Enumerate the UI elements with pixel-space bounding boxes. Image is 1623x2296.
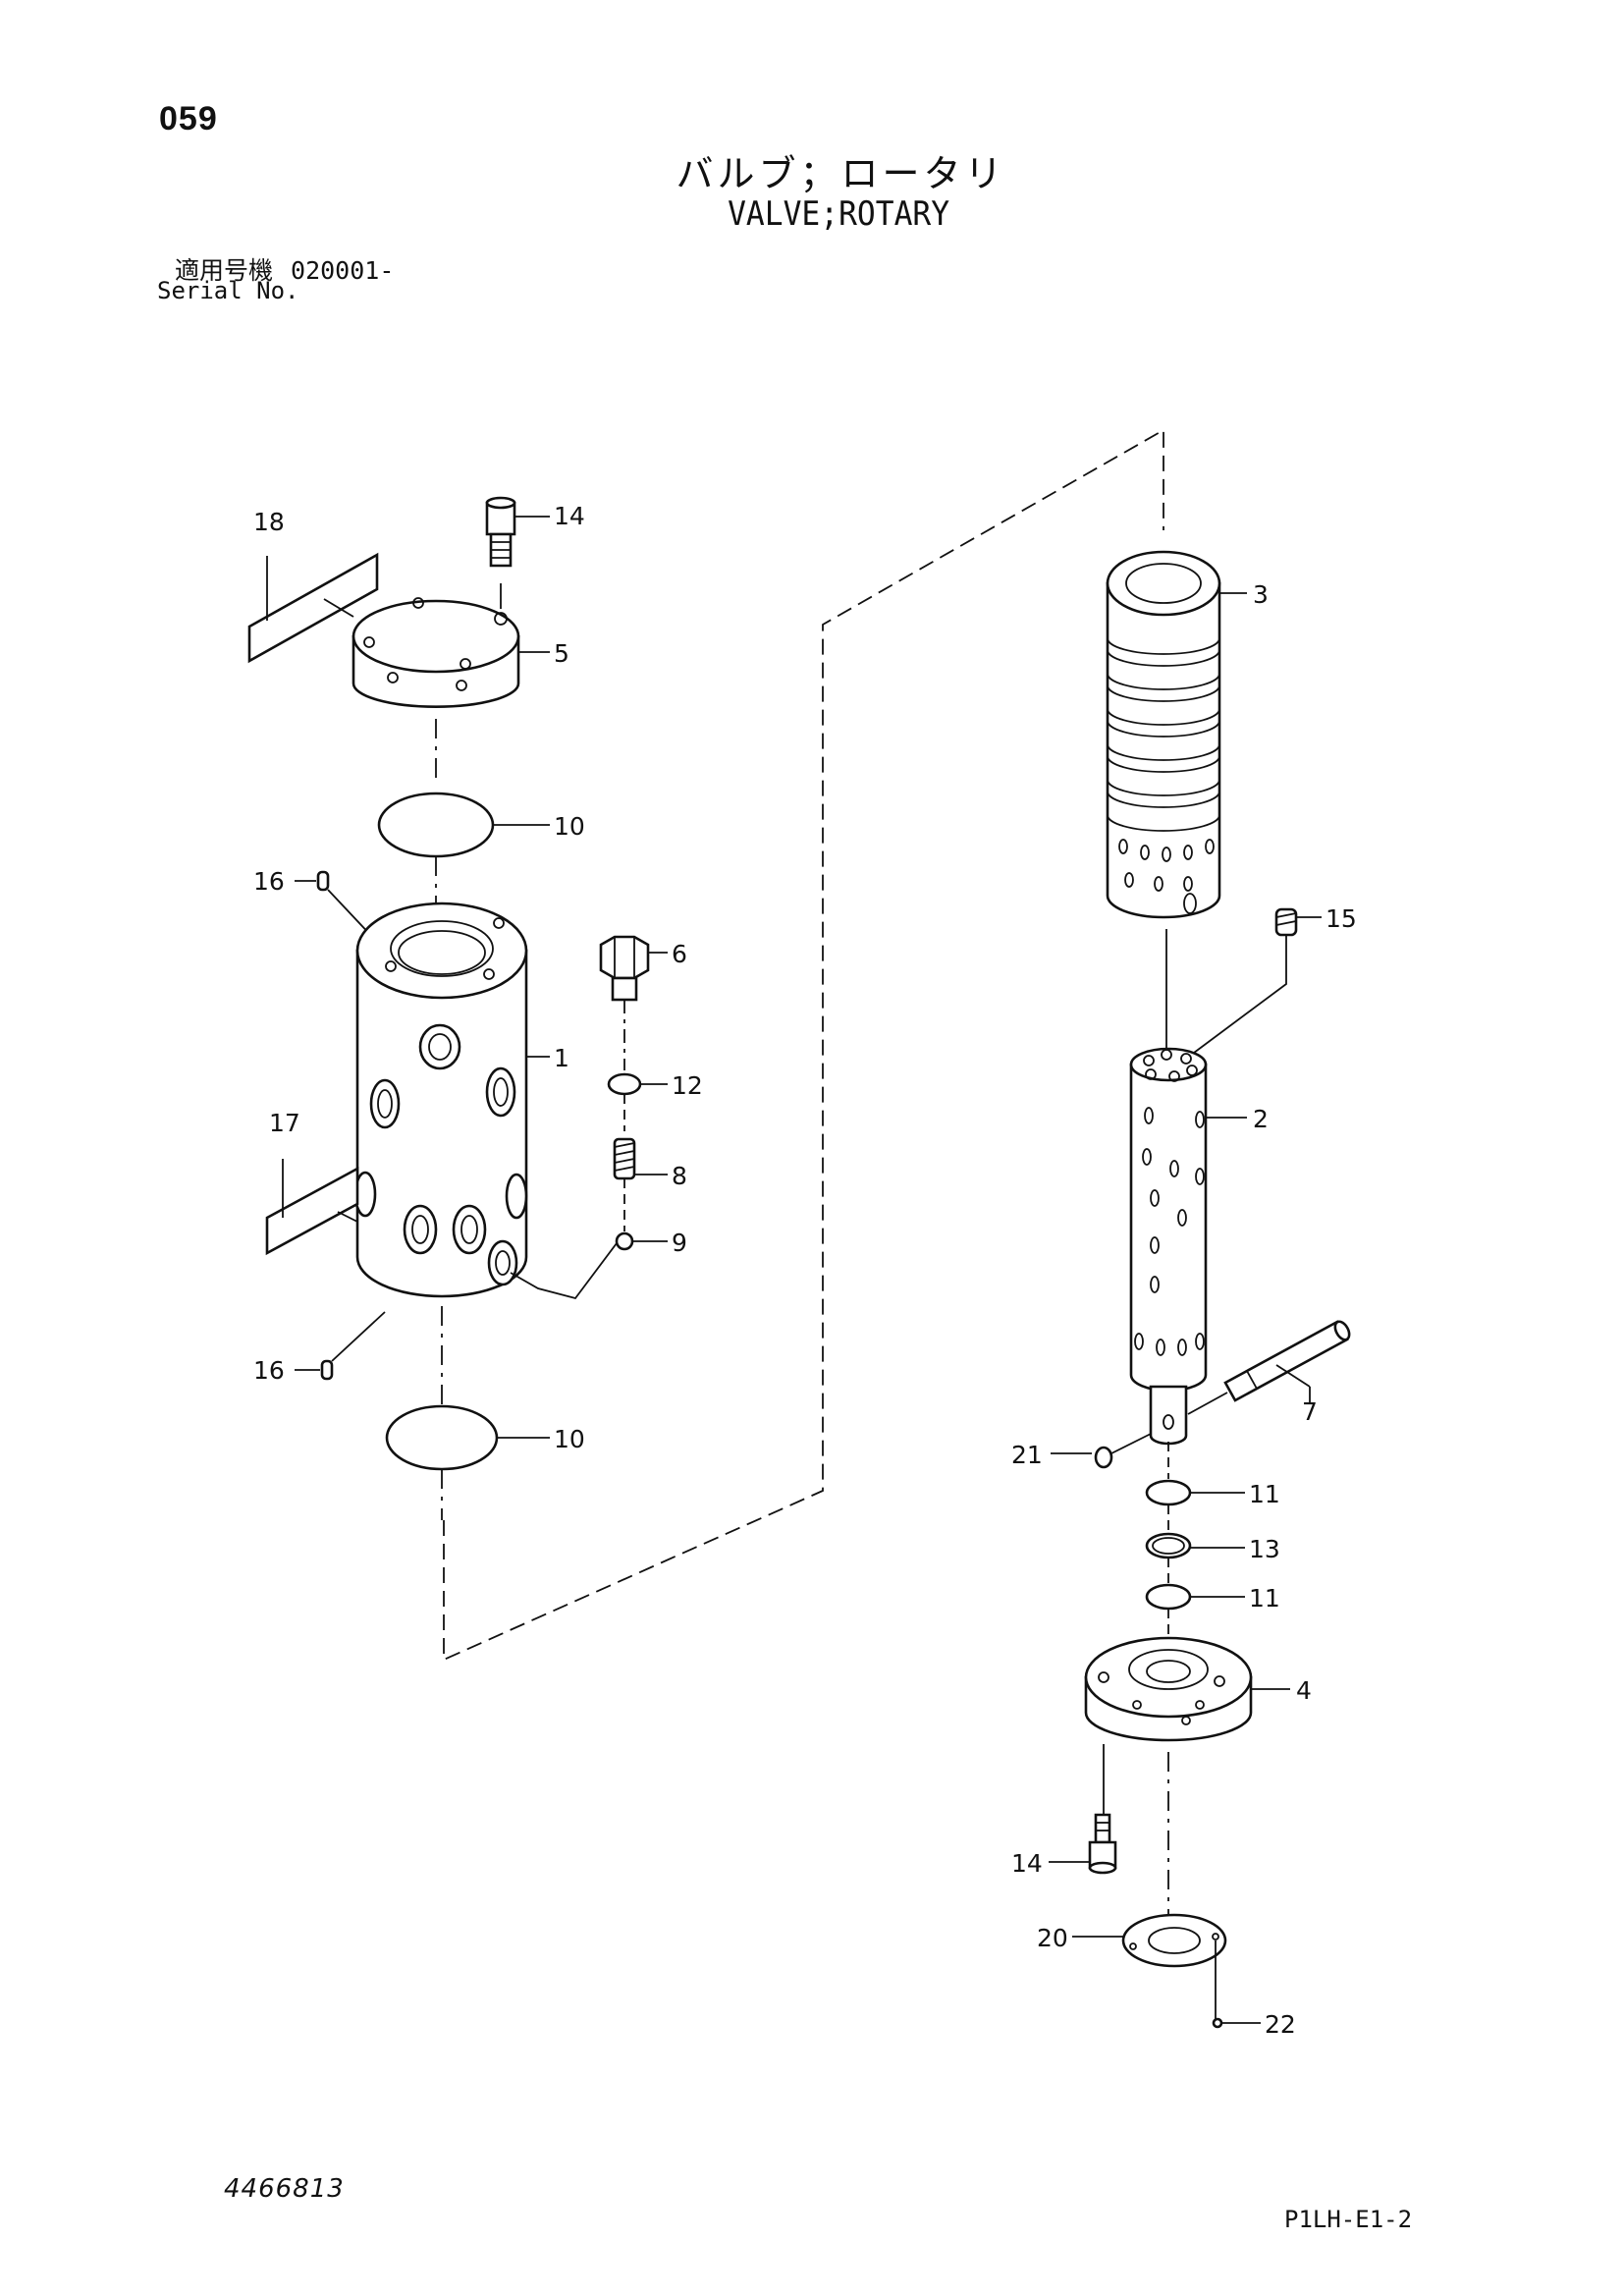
part-1-housing <box>353 902 550 1298</box>
callout-5: 5 <box>554 639 569 668</box>
callout-11-lower: 11 <box>1249 1584 1280 1613</box>
callout-21: 21 <box>1011 1441 1043 1469</box>
page-number: 059 <box>159 100 218 137</box>
part-21-snap-ring <box>1051 1433 1169 1479</box>
callout-15: 15 <box>1325 904 1357 933</box>
callout-17: 17 <box>269 1109 300 1137</box>
part-6-plug <box>599 935 668 1070</box>
callout-20: 20 <box>1037 1924 1068 1952</box>
document-code: 4466813 <box>224 2174 345 2204</box>
part-14-cap-screw-bottom <box>1049 1813 1117 1875</box>
callout-13: 13 <box>1249 1535 1280 1563</box>
part-7-pin <box>1187 1320 1351 1415</box>
serial-label-english: Serial No. <box>157 277 299 304</box>
part-3-sleeve <box>1106 550 1247 1049</box>
serial-label-japanese: 適用号機 <box>175 256 274 285</box>
sheet-code: P1LH-E1-2 <box>1284 2206 1413 2233</box>
callout-14-bottom: 14 <box>1011 1849 1043 1878</box>
part-11-o-ring-upper <box>1145 1479 1245 1532</box>
serial-value: 020001- <box>291 256 395 285</box>
callout-12: 12 <box>672 1071 703 1100</box>
callout-10-top: 10 <box>554 812 585 841</box>
callout-10-bottom: 10 <box>554 1425 585 1453</box>
part-14-cap-screw-top <box>485 496 550 568</box>
callout-3: 3 <box>1253 580 1269 609</box>
title-japanese: バルブ；ロータリ <box>676 152 1006 195</box>
callout-16-top: 16 <box>253 867 285 896</box>
part-12-o-ring <box>607 1072 668 1131</box>
callout-6: 6 <box>672 940 687 968</box>
part-5-cover <box>352 583 550 786</box>
part-16-pin-bottom <box>295 1306 443 1404</box>
callout-8: 8 <box>672 1162 687 1190</box>
callout-4: 4 <box>1296 1676 1312 1705</box>
part-13-backup-ring <box>1145 1532 1245 1583</box>
title-english: VALVE;ROTARY <box>728 194 950 234</box>
part-11-o-ring-lower <box>1145 1583 1245 1650</box>
callout-18: 18 <box>253 508 285 536</box>
part-22-rivet <box>1212 2017 1261 2029</box>
part-17-label-plate <box>265 1159 359 1256</box>
part-8-spring <box>613 1137 668 1231</box>
part-15-setscrew <box>1193 907 1322 1054</box>
callout-16-bottom: 16 <box>253 1356 285 1385</box>
callout-7: 7 <box>1302 1397 1318 1426</box>
callout-1: 1 <box>554 1044 569 1072</box>
callout-14-top: 14 <box>554 502 585 530</box>
part-2-spool <box>1129 1047 1247 1446</box>
part-10-o-ring-bottom <box>385 1404 550 1520</box>
assembly-guide-line <box>443 428 1164 1662</box>
serial-applicability: 適用号機 020001- <box>175 251 394 287</box>
part-18-label-plate <box>247 552 379 664</box>
callout-11-upper: 11 <box>1249 1480 1280 1508</box>
callout-9: 9 <box>672 1229 687 1257</box>
part-20-plate <box>1072 1913 1227 2019</box>
callout-22: 22 <box>1265 2010 1296 2039</box>
callout-2: 2 <box>1253 1105 1269 1133</box>
part-4-cover <box>1084 1636 1290 1915</box>
part-10-o-ring-top <box>377 792 550 913</box>
part-9-ball <box>510 1231 668 1300</box>
